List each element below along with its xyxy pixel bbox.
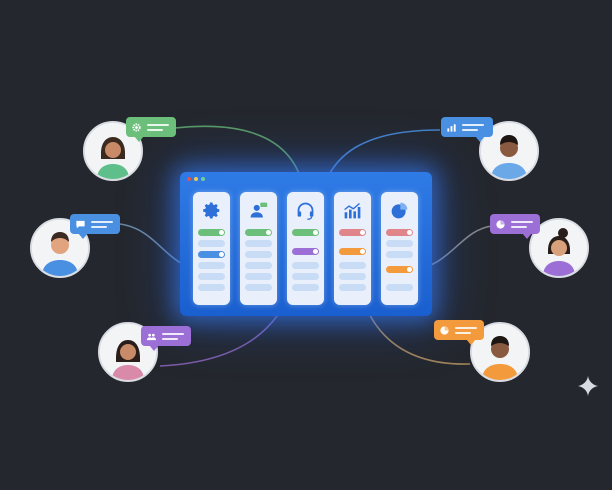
row-placeholder — [245, 240, 272, 247]
sparkle-icon — [577, 375, 599, 397]
row-placeholder — [245, 284, 272, 291]
row-placeholder — [292, 262, 319, 269]
text-lines — [162, 332, 184, 340]
analytics-chart-icon — [344, 202, 361, 219]
minimize-dot[interactable] — [194, 177, 198, 181]
gear-icon — [203, 202, 220, 219]
row-placeholder — [198, 240, 225, 247]
user-avatar-mid-left[interactable] — [30, 218, 90, 278]
toggle-pink[interactable] — [386, 229, 413, 236]
row-placeholder — [386, 251, 413, 258]
woman-icon — [85, 123, 141, 179]
toggle-purple[interactable] — [292, 248, 319, 255]
pie-chart-icon — [496, 219, 505, 229]
man-icon — [472, 324, 528, 380]
text-lines — [147, 123, 169, 131]
row-placeholder — [198, 284, 225, 291]
row-placeholder — [292, 273, 319, 280]
man-icon — [32, 220, 88, 276]
row-placeholder — [386, 284, 413, 291]
bubble-pie-chart — [490, 214, 540, 239]
row-placeholder — [198, 262, 225, 269]
man-icon — [481, 123, 537, 179]
text-lines — [462, 123, 484, 131]
column-reports[interactable] — [381, 192, 418, 305]
bubble-team — [141, 326, 191, 351]
column-analytics[interactable] — [334, 192, 371, 305]
user-avatar-mid-right[interactable] — [529, 218, 589, 278]
column-helpdesk[interactable] — [287, 192, 324, 305]
text-lines — [455, 326, 477, 334]
pie-chart-icon — [391, 202, 408, 219]
bubble-pie-chart — [434, 320, 484, 345]
chat-icon — [76, 220, 85, 228]
row-placeholder — [245, 273, 272, 280]
row-placeholder — [198, 273, 225, 280]
toggle-green[interactable] — [292, 229, 319, 236]
toggle-pink[interactable] — [339, 229, 366, 236]
column-support[interactable] — [240, 192, 277, 305]
window-controls — [187, 177, 205, 181]
bubble-bar-chart — [441, 117, 493, 142]
bar-chart-icon — [447, 123, 456, 132]
close-dot[interactable] — [187, 177, 191, 181]
row-placeholder — [339, 273, 366, 280]
toggle-green[interactable] — [198, 229, 225, 236]
row-placeholder — [245, 251, 272, 258]
user-avatar-top-right[interactable] — [479, 121, 539, 181]
woman-icon — [531, 220, 587, 276]
row-placeholder — [339, 262, 366, 269]
toggle-orange[interactable] — [339, 248, 366, 255]
maximize-dot[interactable] — [201, 177, 205, 181]
bubble-chat — [70, 214, 120, 239]
toggle-orange[interactable] — [386, 266, 413, 273]
dashboard-window — [180, 172, 432, 316]
pie-chart-icon — [440, 325, 449, 335]
team-icon — [146, 333, 157, 340]
bubble-settings — [126, 117, 176, 142]
user-avatar-bottom-right[interactable] — [470, 322, 530, 382]
column-settings[interactable] — [193, 192, 230, 305]
headset-icon — [297, 202, 314, 220]
text-lines — [511, 220, 533, 228]
toggle-green[interactable] — [245, 229, 272, 236]
gear-icon — [132, 122, 141, 132]
row-placeholder — [292, 284, 319, 291]
toggle-blue[interactable] — [198, 251, 225, 258]
row-placeholder — [245, 262, 272, 269]
row-placeholder — [339, 284, 366, 291]
text-lines — [91, 220, 113, 228]
row-placeholder — [386, 240, 413, 247]
support-agent-icon — [250, 202, 268, 218]
